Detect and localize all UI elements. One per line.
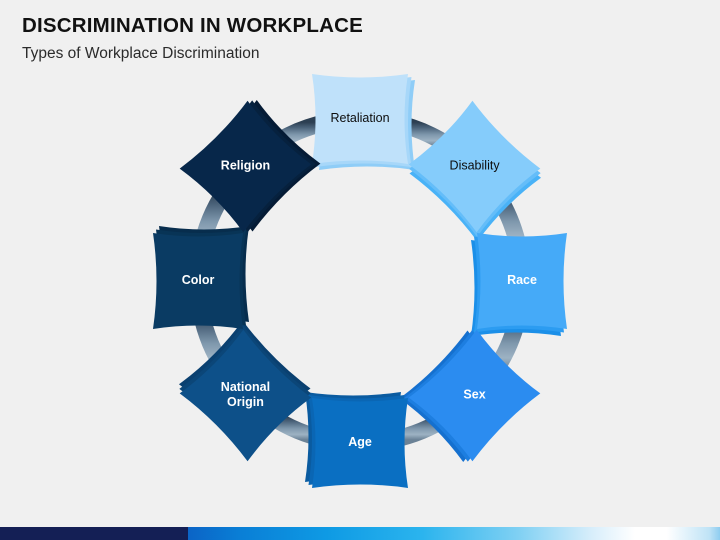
cycle-segment-age[interactable]: Age — [305, 392, 408, 488]
segment-face — [312, 74, 408, 164]
segment-face — [179, 329, 312, 462]
segment-face — [477, 233, 567, 329]
segment-face — [179, 100, 312, 233]
cycle-segment-color[interactable]: Color — [153, 226, 249, 329]
bottom-bar-navy-segment — [0, 527, 188, 540]
cycle-segment-retaliation[interactable]: Retaliation — [312, 74, 415, 170]
cycle-segment-religion[interactable]: Religion — [179, 96, 321, 237]
segment-face — [408, 100, 541, 233]
segment-face — [312, 398, 408, 488]
bottom-bar-gradient-segment — [188, 527, 720, 540]
cycle-segment-sex[interactable]: Sex — [399, 326, 541, 467]
heading-block: DISCRIMINATION IN WORKPLACE Types of Wor… — [22, 14, 682, 62]
segment-face — [153, 233, 243, 329]
cycle-segment-race[interactable]: Race — [471, 233, 567, 336]
page-subtitle: Types of Workplace Discrimination — [22, 44, 260, 62]
page-title: DISCRIMINATION IN WORKPLACE — [22, 14, 363, 37]
bottom-decorative-bar — [0, 527, 720, 540]
segment-face — [408, 329, 541, 462]
cycle-segment-disability[interactable]: Disability — [405, 100, 546, 242]
